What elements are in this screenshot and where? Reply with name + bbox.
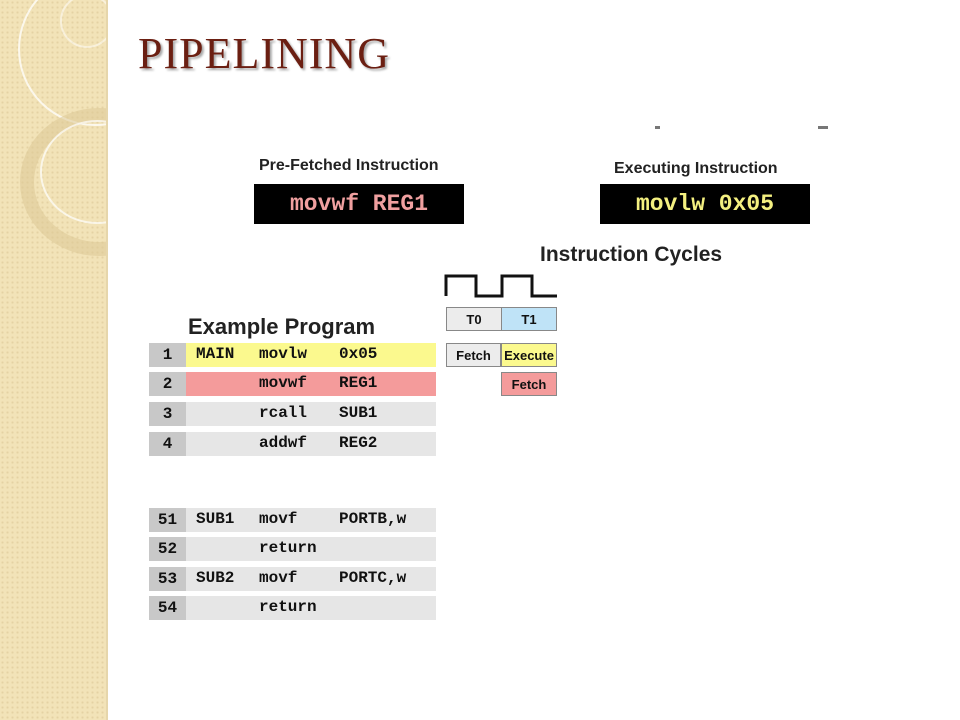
prefetched-instruction-box: movwf REG1	[254, 184, 464, 224]
code-op: movf	[259, 510, 297, 528]
code-op: rcall	[259, 404, 307, 422]
code-op: movf	[259, 569, 297, 587]
prefetched-instruction: movwf REG1	[290, 191, 428, 217]
clock-waveform	[440, 272, 560, 300]
program-row: 4 addwf REG2	[149, 432, 436, 456]
fetch-cell-t0: Fetch	[446, 343, 501, 367]
code-cell: MAIN movlw 0x05	[186, 343, 436, 367]
code-arg: 0x05	[339, 345, 377, 363]
line-number: 2	[149, 372, 186, 396]
execute-cell-t1: Execute	[501, 343, 557, 367]
code-op: movwf	[259, 374, 307, 392]
instruction-cycles-label: Instruction Cycles	[540, 243, 722, 267]
code-op: addwf	[259, 434, 307, 452]
program-row: 53 SUB2 movf PORTC,w	[149, 567, 436, 591]
fetch-cell-t1: Fetch	[501, 372, 557, 396]
program-row: 52 return	[149, 537, 436, 561]
program-row: 3 rcall SUB1	[149, 402, 436, 426]
code-op: return	[259, 539, 317, 557]
code-label: SUB2	[196, 569, 234, 587]
executing-instruction-box: movlw 0x05	[600, 184, 810, 224]
code-cell: SUB2 movf PORTC,w	[186, 567, 436, 591]
code-arg: REG2	[339, 434, 377, 452]
cycle-t0: T0	[446, 307, 502, 331]
executing-instruction: movlw 0x05	[636, 191, 774, 217]
code-cell: return	[186, 537, 436, 561]
program-row: 2 movwf REG1	[149, 372, 436, 396]
code-arg: PORTC,w	[339, 569, 406, 587]
code-cell: return	[186, 596, 436, 620]
program-row: 54 return	[149, 596, 436, 620]
example-program-label: Example Program	[188, 314, 375, 340]
code-arg: REG1	[339, 374, 377, 392]
executing-label: Executing Instruction	[614, 160, 778, 178]
code-cell: addwf REG2	[186, 432, 436, 456]
program-row: 1 MAIN movlw 0x05	[149, 343, 436, 367]
code-label: MAIN	[196, 345, 234, 363]
code-op: return	[259, 598, 317, 616]
line-number: 3	[149, 402, 186, 426]
line-number: 54	[149, 596, 186, 620]
line-number: 4	[149, 432, 186, 456]
code-cell: movwf REG1	[186, 372, 436, 396]
line-number: 1	[149, 343, 186, 367]
line-number: 52	[149, 537, 186, 561]
code-arg: SUB1	[339, 404, 377, 422]
top-mark	[818, 126, 828, 129]
code-op: movlw	[259, 345, 307, 363]
program-row: 51 SUB1 movf PORTB,w	[149, 508, 436, 532]
code-label: SUB1	[196, 510, 234, 528]
code-cell: SUB1 movf PORTB,w	[186, 508, 436, 532]
top-mark	[655, 126, 660, 129]
cycle-t1: T1	[501, 307, 557, 331]
line-number: 53	[149, 567, 186, 591]
code-cell: rcall SUB1	[186, 402, 436, 426]
prefetched-label: Pre-Fetched Instruction	[259, 157, 439, 175]
line-number: 51	[149, 508, 186, 532]
code-arg: PORTB,w	[339, 510, 406, 528]
